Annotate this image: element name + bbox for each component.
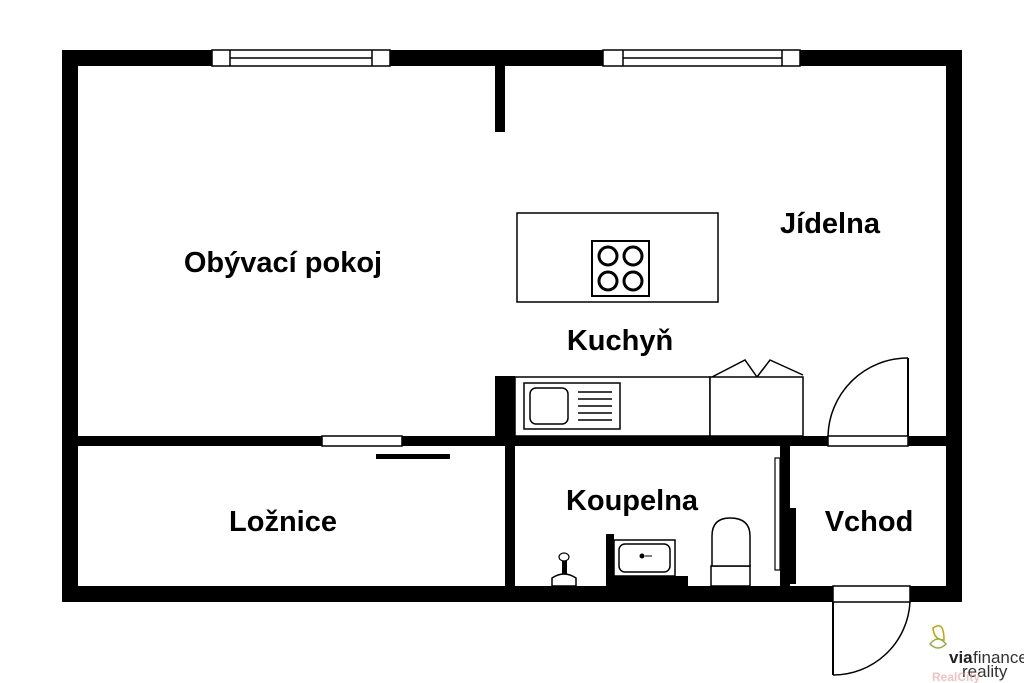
wall-left: [62, 50, 78, 602]
room-label-living: Obývací pokoj: [184, 247, 382, 279]
door-main-entrance: [832, 585, 911, 676]
door-bathroom: [774, 457, 796, 584]
kitchen-island: [516, 212, 719, 303]
partition-stub-top: [495, 66, 505, 132]
bathroom-fixtures: [551, 517, 751, 587]
floor-drain-icon: [551, 552, 577, 587]
wall-right: [946, 50, 962, 602]
toilet-icon: [710, 517, 751, 587]
wall-bath-entrance: [780, 446, 790, 586]
wall-kitchen-left: [495, 376, 515, 436]
room-label-bedroom: Ložnice: [229, 506, 337, 538]
logo-tagline: reality: [962, 662, 1008, 681]
interior-walls: [78, 66, 946, 586]
logo-brand-bold: via: [949, 648, 973, 667]
kitchen-counter: [514, 359, 804, 437]
room-label-kitchen: Kuchyň: [567, 325, 673, 357]
washbasin-icon: [606, 534, 688, 586]
wall-bottom: [62, 586, 962, 602]
fridge-icon: [709, 359, 804, 437]
wall-top: [62, 50, 962, 66]
leaf-logo-icon: [928, 625, 948, 649]
room-label-dining: Jídelna: [780, 208, 881, 240]
window-right: [602, 49, 801, 67]
sink-icon: [523, 382, 621, 430]
sliding-door-bedroom: [321, 435, 450, 459]
window-left: [211, 49, 391, 67]
brand-logo: via finance reality RealCity: [928, 625, 1024, 683]
wall-horizontal-middle: [78, 436, 946, 446]
cooktop-icon: [591, 240, 650, 297]
logo-watermark: RealCity: [932, 670, 980, 683]
door-dining-entrance: [827, 357, 909, 447]
wall-bedroom-bath: [505, 446, 515, 586]
logo-brand-light: finance: [973, 648, 1024, 667]
room-label-bathroom: Koupelna: [566, 485, 699, 517]
room-label-entrance: Vchod: [825, 506, 914, 538]
